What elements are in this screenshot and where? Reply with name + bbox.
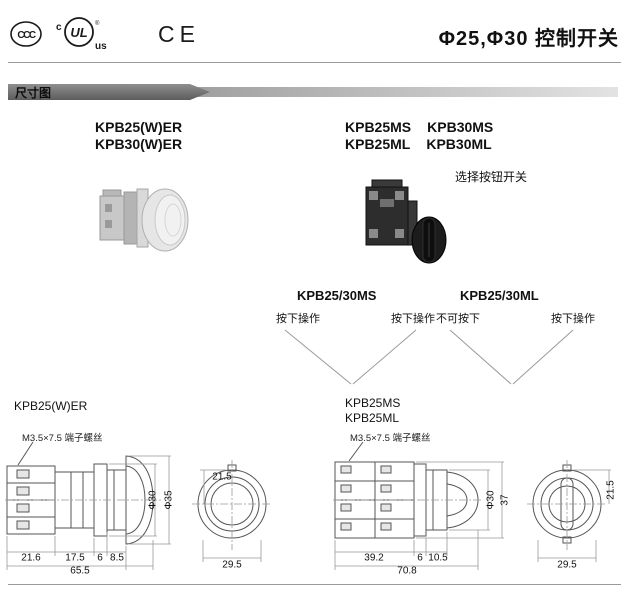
ce-logo-icon: CE xyxy=(158,20,200,47)
footer-divider xyxy=(8,584,621,585)
dim-label: 6 xyxy=(97,552,103,564)
dim-label: 21.5 xyxy=(212,471,232,483)
selector-caption: 选择按钮开关 xyxy=(455,170,528,184)
front-view-drawing-right xyxy=(527,460,611,562)
model-line: KPB25(W)ER xyxy=(95,119,183,135)
op-label: 不可按下 xyxy=(436,313,480,325)
svg-text:CCC: CCC xyxy=(17,30,35,41)
op-group-title-ml: KPB25/30ML xyxy=(460,288,539,303)
op-label: 按下操作 xyxy=(391,313,435,325)
drawing-model-right: KPB25MS xyxy=(345,396,401,410)
drawing-model-left: KPB25(W)ER xyxy=(14,399,88,413)
op-label: 按下操作 xyxy=(276,313,320,325)
model-name: KPB25MS xyxy=(345,119,412,135)
dim-label: 70.8 xyxy=(397,565,417,577)
svg-text:c: c xyxy=(56,22,62,33)
model-name: KPB25ML xyxy=(345,136,411,152)
model-header-right: KPB25MS KPB30MS KPB25ML KPB30ML xyxy=(345,119,493,153)
ul-logo-icon: c UL ® us xyxy=(56,17,107,52)
product-photo-mushroom-button xyxy=(99,188,189,252)
front-view-drawing-left xyxy=(192,460,272,562)
dim-label: 17.5 xyxy=(65,552,85,564)
certification-marks: CCC c UL ® us CE xyxy=(8,16,200,52)
side-view-drawing-right xyxy=(333,441,504,570)
dim-label: 21.5 xyxy=(605,480,617,500)
dim-label: 37 xyxy=(499,494,511,506)
dim-label: 65.5 xyxy=(70,565,90,577)
dim-label: 8.5 xyxy=(110,552,124,564)
dim-label: 10.5 xyxy=(428,552,448,564)
op-label: 按下操作 xyxy=(551,313,595,325)
product-photo-selector-switch xyxy=(365,179,447,264)
dim-label: 29.5 xyxy=(222,559,242,571)
svg-text:us: us xyxy=(95,41,107,52)
model-name: KPB30MS xyxy=(427,119,494,135)
section-banner-label: 尺寸图 xyxy=(15,86,52,100)
dim-label: Φ35 xyxy=(163,490,175,510)
drawing-model-right: KPB25ML xyxy=(345,411,400,425)
ccc-logo-icon: CCC xyxy=(10,21,42,47)
model-line: KPB25ML KPB30ML xyxy=(345,136,493,153)
terminal-note-right: M3.5×7.5 端子螺丝 xyxy=(350,433,431,444)
svg-text:UL: UL xyxy=(70,25,87,40)
terminal-note-left: M3.5×7.5 端子螺丝 xyxy=(22,433,103,444)
dim-label: 6 xyxy=(417,552,423,564)
dim-label: Φ30 xyxy=(485,490,497,510)
model-line: KPB25MS KPB30MS xyxy=(345,119,493,136)
dim-label: 29.5 xyxy=(557,559,577,571)
header-divider xyxy=(8,62,621,63)
dim-label: Φ30 xyxy=(147,490,159,510)
model-name: KPB30ML xyxy=(426,136,492,152)
section-banner: 尺寸图 xyxy=(8,84,210,100)
page-title: Φ25,Φ30 控制开关 xyxy=(438,28,619,50)
side-view-drawing-left xyxy=(5,441,171,570)
operation-pointer-lines xyxy=(284,329,574,385)
svg-text:®: ® xyxy=(95,20,100,27)
model-header-left: KPB25(W)ER KPB30(W)ER xyxy=(95,119,182,153)
dim-label: 21.6 xyxy=(21,552,41,564)
banner-tail xyxy=(186,87,618,97)
model-line: KPB30(W)ER xyxy=(95,136,183,152)
op-group-title-ms: KPB25/30MS xyxy=(297,288,377,303)
dim-label: 39.2 xyxy=(364,552,384,564)
